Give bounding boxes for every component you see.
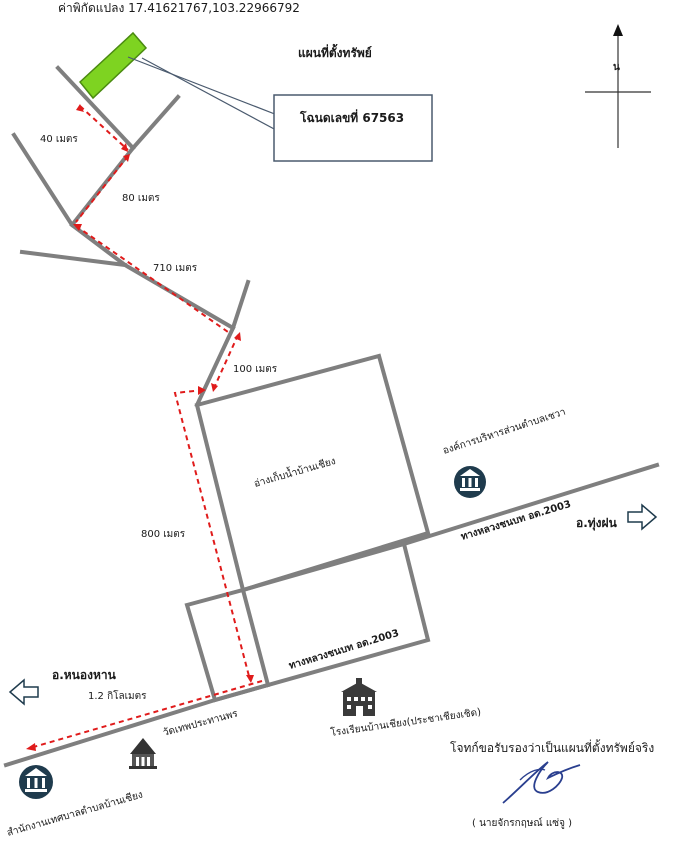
signature — [502, 761, 581, 804]
road-segment — [11, 132, 236, 331]
road-segment — [194, 279, 251, 408]
municipality-label: สำนักงานเทศบาลตำบลบ้านเชียง — [6, 789, 145, 839]
certification-statement: โจทก์ขอรับรองว่าเป็นแผนที่ตั้งทรัพย์จริง — [450, 739, 654, 755]
distance-100m: 100 เมตร — [233, 364, 278, 375]
govt-building-icon — [19, 765, 53, 799]
deed-number-text: โฉนดเลขที่ 67563 — [299, 109, 404, 125]
school-icon — [341, 678, 377, 716]
road-segment — [19, 249, 128, 268]
distance-40m: 40 เมตร — [40, 134, 78, 145]
sao-label: องค์การบริหารส่วนตำบลเชวา — [441, 406, 567, 457]
reservoir-outline — [194, 353, 431, 593]
reservoir-label: อ่างเก็บน้ำบ้านเชียง — [252, 453, 337, 490]
north-arrow-icon: น — [585, 24, 651, 148]
distance-800m: 800 เมตร — [141, 529, 186, 540]
parcel-marker — [78, 31, 286, 131]
to-thungfon-label: อ.ทุ่งฝน — [576, 516, 618, 531]
deed-callout-box — [273, 94, 433, 162]
temple-icon — [129, 738, 157, 769]
road-segment — [55, 65, 136, 151]
road-segment — [69, 94, 181, 228]
govt-building-icon — [454, 466, 486, 498]
distance-80m: 80 เมตร — [122, 193, 160, 204]
certifier-name: ( นายจักรกฤษณ์ แซ่จู ) — [472, 817, 572, 829]
coords-text: ค่าพิกัดแปลง 17.41621767,103.22966792 — [58, 1, 300, 15]
highway-lower-road — [3, 682, 271, 768]
road-network — [3, 65, 660, 768]
route-path — [26, 104, 263, 751]
to-nonghan-label: อ.หนองหาน — [52, 668, 117, 682]
lower-block-right — [265, 541, 431, 688]
left-arrow-icon — [8, 678, 39, 706]
distance-710m: 710 เมตร — [153, 263, 198, 274]
north-label: น — [613, 62, 620, 73]
map-title: แผนที่ตั้งทรัพย์ — [298, 43, 372, 60]
right-arrow-icon — [627, 503, 658, 531]
distance-1200m: 1.2 กิโลเมตร — [88, 689, 147, 702]
lower-block-left — [184, 587, 271, 703]
